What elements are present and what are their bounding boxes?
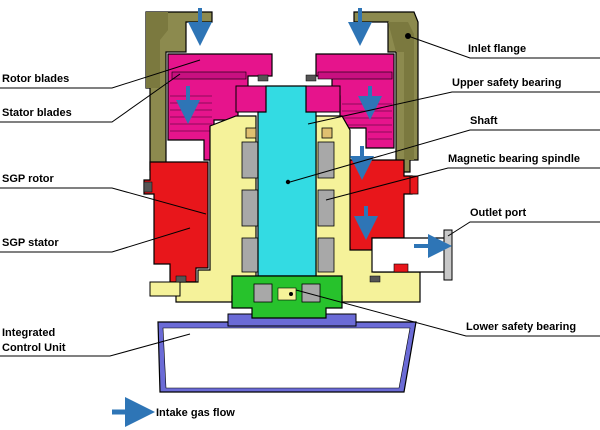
lower-bearing-assembly xyxy=(231,275,343,319)
magnetic-bearing-spindle-housing xyxy=(149,115,453,303)
label-sgp-rotor: SGP rotor xyxy=(2,173,54,185)
sgp-rotor-stator xyxy=(143,159,419,283)
label-sgp-stator: SGP stator xyxy=(2,237,59,249)
fasteners xyxy=(143,74,381,283)
intake-gas-flow-arrows xyxy=(176,8,452,258)
legend: Intake gas flow xyxy=(112,397,235,427)
label-lower-safety-bearing: Lower safety bearing xyxy=(466,321,576,333)
label-rotor-blades: Rotor blades xyxy=(2,73,69,85)
label-upper-safety-bearing: Upper safety bearing xyxy=(452,77,561,89)
rotor-assembly xyxy=(167,53,395,161)
label-inlet-flange: Inlet flange xyxy=(468,43,526,55)
legend-intake-gas-flow: Intake gas flow xyxy=(156,407,235,419)
labels: Rotor blades Stator blades SGP rotor SGP… xyxy=(2,43,580,354)
label-integrated-control-unit-line1: Integrated xyxy=(2,327,55,339)
label-outlet-port: Outlet port xyxy=(470,207,527,219)
integrated-control-unit xyxy=(157,313,417,393)
label-integrated-control-unit-line2: Control Unit xyxy=(2,342,66,354)
leader-lines xyxy=(0,35,600,357)
label-shaft: Shaft xyxy=(470,115,498,127)
shaft xyxy=(257,85,317,277)
label-stator-blades: Stator blades xyxy=(2,107,72,119)
label-magnetic-bearing-spindle: Magnetic bearing spindle xyxy=(448,153,580,165)
magnetic-bearing-stacks xyxy=(241,127,335,273)
